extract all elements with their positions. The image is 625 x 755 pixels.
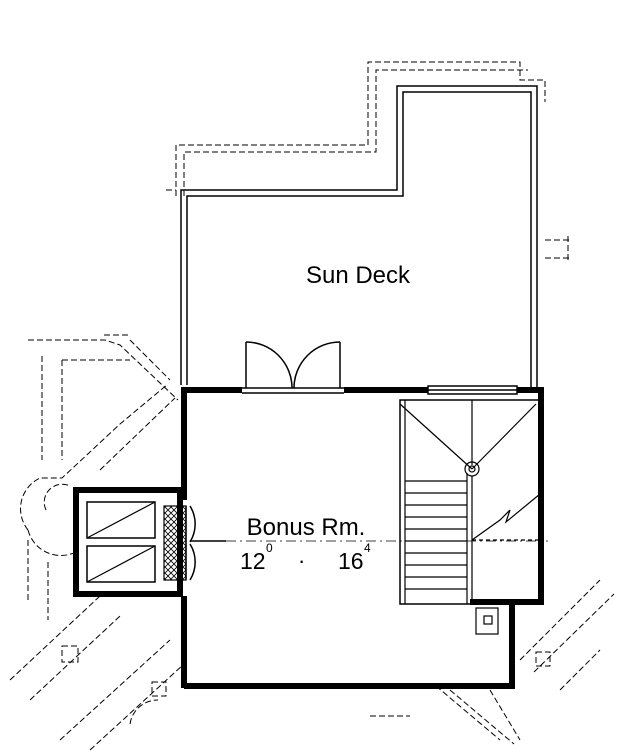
lower-level-dashed-bottom [9, 579, 615, 751]
sun-deck-label: Sun Deck [306, 262, 411, 289]
bonus-room-label: Bonus Rm. [247, 514, 366, 541]
dim-separator: · [298, 548, 305, 573]
dim-length-ft: 16 [338, 548, 364, 574]
dim-width-in: 0 [266, 541, 273, 555]
closet-door [185, 505, 226, 581]
dim-width-ft: 12 [240, 548, 266, 574]
lower-level-dashed [20, 334, 179, 620]
french-door-sun-deck [242, 341, 344, 394]
utility-box [475, 607, 499, 635]
roof-outline-dashed [166, 61, 570, 262]
bonus-room-dimensions: 12 0 · 16 4 [240, 541, 371, 574]
window [427, 385, 518, 395]
dim-length-in: 4 [364, 541, 371, 555]
spiral-stair [399, 399, 541, 605]
closet [73, 487, 187, 597]
bonus-room-walls [181, 387, 544, 689]
sun-deck-outline [180, 85, 538, 390]
